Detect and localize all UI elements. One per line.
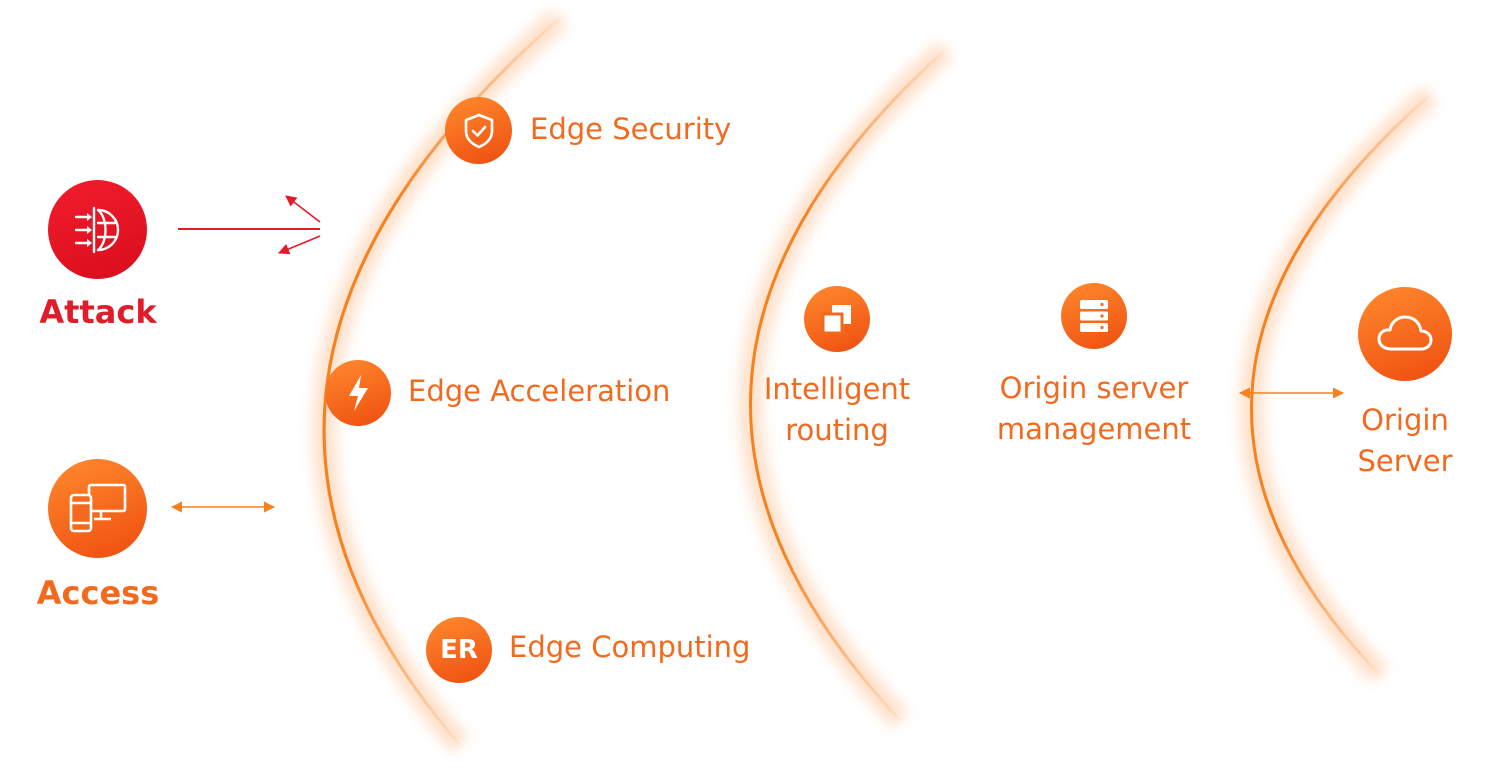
shield-check-icon	[464, 113, 493, 148]
origin-server-management-label: Origin server management	[979, 368, 1209, 450]
attack-connector	[178, 195, 321, 255]
intelligent-routing-label: Intelligent routing	[737, 369, 937, 451]
origin-server-management-label-line1: Origin server	[999, 371, 1189, 405]
intelligent-routing-icon	[804, 286, 870, 352]
origin-server-label: Origin Server	[1340, 400, 1470, 482]
middle-arc	[739, 41, 953, 728]
cloud-icon	[1377, 315, 1433, 351]
edge-computing-icon: ER	[426, 617, 492, 683]
er-icon-text: ER	[440, 635, 478, 665]
intelligent-routing-label-line2: routing	[785, 413, 889, 447]
shield-globe-arrows-icon	[74, 206, 119, 253]
access-icon	[48, 459, 147, 558]
origin-arc	[1240, 86, 1438, 683]
edge-security-label: Edge Security	[530, 112, 732, 146]
access-label: Access	[36, 574, 160, 612]
origin-server-management-label-line2: management	[996, 412, 1192, 446]
origin-server-management-icon	[1061, 283, 1127, 349]
intelligent-routing-label-line1: Intelligent	[763, 372, 911, 406]
edge-security-icon	[445, 97, 512, 164]
origin-server-icon	[1358, 287, 1452, 381]
attack-label: Attack	[39, 293, 157, 331]
origin-server-label-line2: Server	[1357, 444, 1453, 478]
edge-acceleration-label: Edge Acceleration	[408, 374, 671, 408]
edge-acceleration-icon	[325, 360, 391, 426]
server-rack-icon	[1080, 300, 1108, 332]
edge-computing-label: Edge Computing	[509, 630, 751, 664]
phone-desktop-icon	[69, 483, 126, 532]
lightning-icon	[349, 375, 368, 411]
overlapping-squares-icon	[821, 305, 851, 335]
origin-server-label-line1: Origin	[1361, 403, 1449, 437]
attack-icon	[48, 180, 147, 279]
